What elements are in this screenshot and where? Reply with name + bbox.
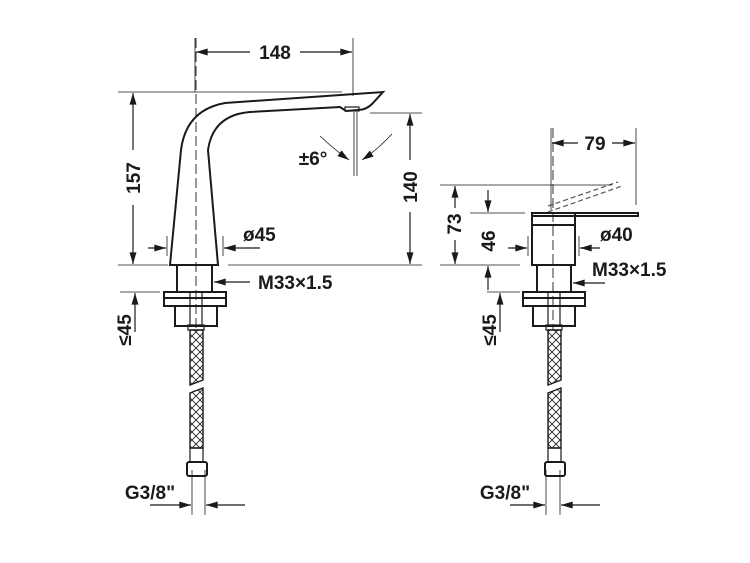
thread-label: M33×1.5 (258, 273, 333, 294)
hose-nut (544, 461, 566, 477)
hose-lower (189, 386, 204, 449)
mounting-neck (536, 264, 572, 293)
dim-max-deck-thickness: ≤45 (480, 314, 501, 346)
dim-body-diameter: ø40 (600, 225, 633, 246)
left-faucet-view: 148 157 140 ±6° ø45 M33×1.5 (115, 38, 422, 515)
dim-outlet-height: 140 (401, 171, 422, 203)
hose-lower (547, 386, 562, 449)
dim-body-height: 46 (479, 230, 500, 251)
plate (522, 297, 586, 307)
dim-total-height: 73 (445, 213, 466, 234)
body (531, 212, 576, 266)
connection-label: G3/8" (480, 483, 530, 504)
fixing-nut (532, 305, 576, 327)
connection-label: G3/8" (125, 483, 175, 504)
dim-lever-reach: 79 (584, 134, 605, 155)
angle-arc (361, 133, 393, 161)
dim-body-diameter: ø45 (243, 225, 276, 246)
angle-arc (319, 135, 350, 161)
hose-nut (186, 461, 208, 477)
dim-max-deck-thickness: ≤45 (115, 314, 136, 346)
plate (163, 297, 227, 307)
hose-ferrule (189, 447, 204, 463)
dim-total-height: 157 (124, 162, 145, 194)
hose-upper (547, 329, 562, 387)
hose-ferrule (547, 447, 562, 463)
dim-swivel-angle: ±6° (299, 149, 328, 170)
dim-spout-reach: 148 (259, 43, 291, 64)
spout-body-outline (168, 90, 386, 266)
fixing-nut (174, 305, 218, 327)
aerator (344, 106, 360, 112)
lever-raised-position (547, 181, 623, 213)
thread-label: M33×1.5 (592, 260, 667, 281)
mounting-neck (176, 264, 213, 293)
right-faucet-view: 79 73 46 ø40 M33×1.5 ≤45 (440, 128, 667, 515)
hose-upper (189, 329, 204, 387)
